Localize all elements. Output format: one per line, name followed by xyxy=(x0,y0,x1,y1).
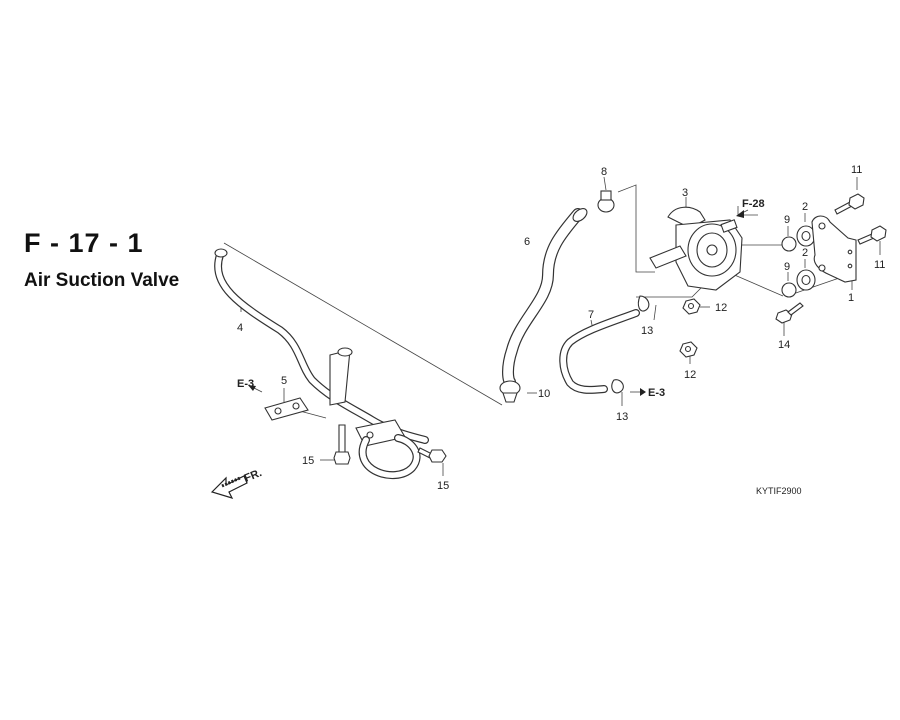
callout-5: 5 xyxy=(281,375,287,387)
callout-3: 3 xyxy=(682,187,688,199)
catalog-code: KYTIF2900 xyxy=(756,486,802,496)
reference-f28: F-28 xyxy=(742,198,765,210)
part-1-bracket xyxy=(811,215,857,283)
part-12-nuts xyxy=(679,298,701,358)
callout-8: 8 xyxy=(601,166,607,178)
callout-11: 11 xyxy=(874,259,885,271)
part-13-clamps xyxy=(611,295,650,394)
part-4-air-suction-pipe xyxy=(214,248,429,480)
callout-1: 1 xyxy=(848,292,854,304)
reference-arrows xyxy=(248,209,749,396)
part-14-bolt xyxy=(775,302,804,324)
callout-7: 7 xyxy=(588,309,594,321)
front-direction-arrow-icon: FR. xyxy=(210,467,264,499)
part-15-bolts xyxy=(333,424,447,465)
reference-e3-right: E-3 xyxy=(648,387,665,399)
callout-14: 14 xyxy=(778,339,790,351)
callout-6: 6 xyxy=(524,236,530,248)
callout-2: 2 xyxy=(802,201,808,213)
callout-9: 9 xyxy=(784,261,790,273)
callout-13: 13 xyxy=(641,325,653,337)
front-label: FR. xyxy=(243,467,264,485)
figure-code: F - 17 - 1 xyxy=(24,228,144,258)
part-10-clamp xyxy=(499,380,521,403)
callout-10: 10 xyxy=(538,388,550,400)
part-5-gasket xyxy=(264,397,309,421)
figure-title: Air Suction Valve xyxy=(24,270,180,291)
callout-9: 9 xyxy=(784,214,790,226)
reference-e3-left: E-3 xyxy=(237,378,254,390)
part-3-air-suction-valve xyxy=(649,206,743,291)
part-11-bolts xyxy=(834,193,887,245)
leader-lines xyxy=(223,176,881,476)
callout-2: 2 xyxy=(802,247,808,259)
callout-15: 15 xyxy=(302,455,314,467)
callout-13: 13 xyxy=(616,411,628,423)
callout-11: 11 xyxy=(851,164,862,176)
callout-4: 4 xyxy=(237,322,243,334)
part-9-2-mounting xyxy=(781,225,816,298)
callout-numbers: 1 2 2 3 4 5 6 7 8 9 9 10 11 11 12 12 13 … xyxy=(237,164,885,492)
callout-12: 12 xyxy=(715,302,727,314)
part-8-clip xyxy=(597,190,615,213)
callout-12: 12 xyxy=(684,369,696,381)
part-6-hose xyxy=(502,208,588,388)
callout-15: 15 xyxy=(437,480,449,492)
part-7-hose xyxy=(559,309,640,394)
